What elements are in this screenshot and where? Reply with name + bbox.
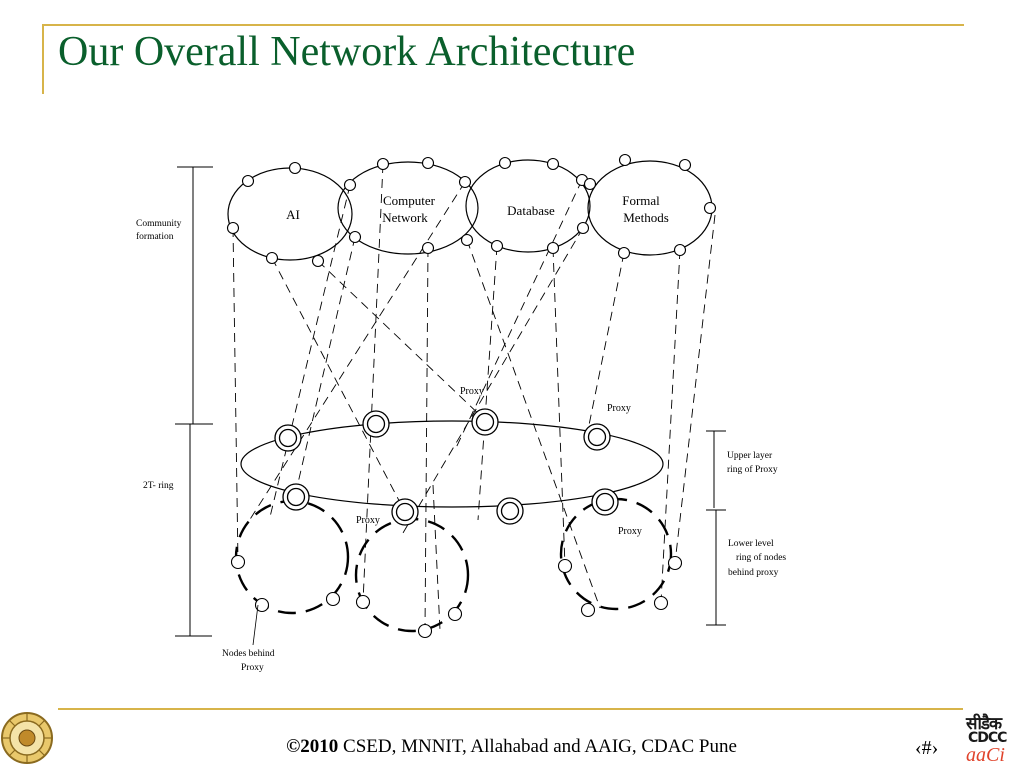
left-brackets (175, 166, 213, 637)
nodes-behind-label-1: Nodes behind (222, 649, 275, 659)
lower-ring-nodes (230, 554, 683, 639)
aac-logo: aaCi (966, 744, 1005, 766)
lower-level-label-2: ring of nodes (736, 552, 786, 563)
proxy-nodes (274, 408, 619, 526)
side-labels: Community formation 2T- ring Upper layer… (136, 219, 786, 673)
community-database-ellipse (465, 159, 591, 253)
institute-emblem-logo (1, 712, 53, 764)
community-formal-ellipse (587, 160, 713, 256)
title-rule-top (42, 24, 964, 26)
slide-title: Our Overall Network Architecture (58, 29, 636, 75)
title-rule-left (42, 24, 44, 94)
community-label-network-1: Computer (383, 193, 436, 208)
community-network-ellipse (337, 161, 479, 255)
community-formation-label-2: formation (136, 231, 174, 242)
page-number: ‹#› (915, 737, 939, 759)
dashed-links (232, 163, 716, 631)
footer-text: ©2010 CSED, MNNIT, Allahabad and AAIG, C… (0, 736, 1023, 758)
proxy-label-lower-left: Proxy (356, 515, 380, 526)
community-label-database: Database (507, 203, 555, 218)
lower-level-label-1: Lower level (728, 539, 774, 549)
nodes-behind-pointer (252, 604, 259, 646)
upper-layer-label-1: Upper layer (727, 451, 773, 461)
community-formation-label-1: Community (136, 219, 182, 229)
lower-ring-right (559, 497, 673, 611)
footer-rule (58, 708, 963, 710)
community-labels: AI Computer Network Database Formal Meth… (286, 193, 669, 225)
upper-proxy-ring (240, 420, 664, 508)
proxy-label-top-center: Proxy (460, 386, 484, 397)
ring-2t-label: 2T- ring (143, 481, 174, 491)
proxy-labels: Proxy Proxy Proxy Proxy (356, 386, 642, 537)
proxy-label-top-right: Proxy (607, 403, 631, 414)
cdac-logo-latin: CDCC (968, 730, 1007, 746)
proxy-label-lower-right: Proxy (618, 526, 642, 537)
community-label-formal-2: Methods (623, 210, 669, 225)
lower-level-label-3: behind proxy (728, 568, 779, 578)
community-nodes (226, 153, 717, 268)
upper-layer-label-2: ring of Proxy (727, 464, 778, 475)
community-label-formal-1: Formal (622, 193, 660, 208)
right-brackets (706, 430, 726, 626)
community-label-ai: AI (286, 207, 300, 222)
cdac-logo: सीडैक CDCC aaCi (962, 711, 1022, 767)
footer-credit: CSED, MNNIT, Allahabad and AAIG, CDAC Pu… (338, 736, 737, 757)
community-label-network-2: Network (382, 210, 428, 225)
cdac-logo-hindi: सीडैक (966, 714, 1002, 734)
footer-year: ©2010 (286, 736, 339, 757)
nodes-behind-label-2: Proxy (241, 663, 264, 673)
